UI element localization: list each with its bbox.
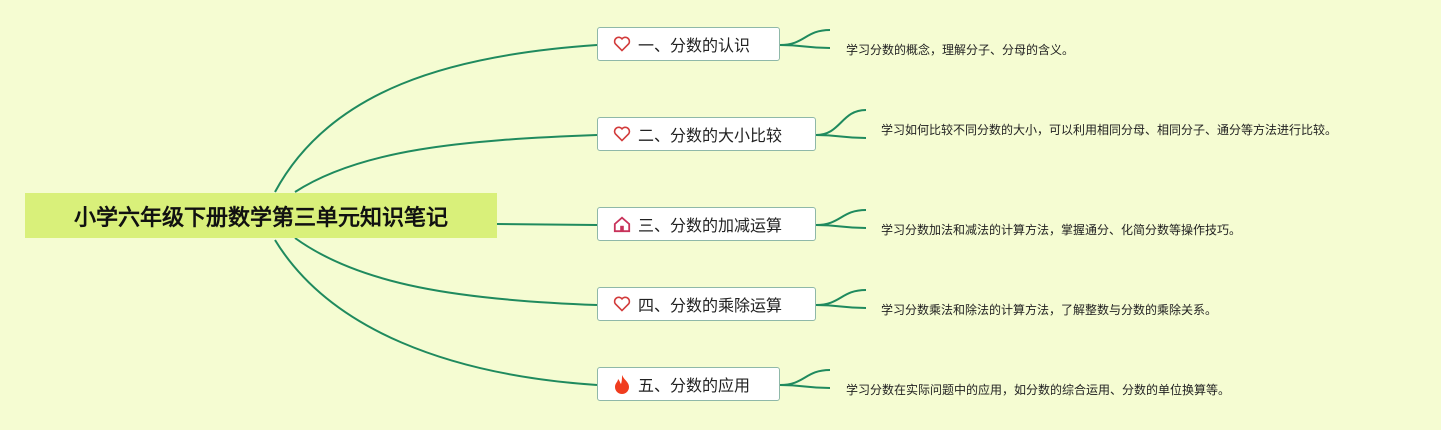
sub-connector — [815, 109, 867, 139]
branch-label: 一、分数的认识 — [638, 36, 751, 55]
home-icon — [612, 214, 632, 234]
fire-icon — [612, 374, 632, 394]
connector-2 — [294, 134, 598, 193]
heart-icon — [612, 34, 632, 54]
connector-5 — [274, 239, 598, 386]
branch-label: 五、分数的应用 — [638, 376, 751, 395]
branch-node-2[interactable]: 二、分数的大小比较 — [597, 117, 816, 151]
root-title: 小学六年级下册数学第三单元知识笔记 — [73, 205, 448, 231]
branch-note-5: 学习分数在实际问题中的应用，如分数的综合运用、分数的单位换算等。 — [846, 383, 1231, 397]
branch-note-1: 学习分数的概念，理解分子、分母的含义。 — [846, 43, 1075, 57]
root-topic[interactable]: 小学六年级下册数学第三单元知识笔记 — [25, 193, 497, 238]
branch-label: 三、分数的加减运算 — [638, 216, 783, 235]
sub-connector — [779, 369, 831, 389]
connector-1 — [274, 44, 598, 193]
heart-icon — [612, 124, 632, 144]
heart-icon — [612, 294, 632, 314]
branch-note-3: 学习分数加法和减法的计算方法，掌握通分、化简分数等操作技巧。 — [881, 223, 1242, 237]
connector-4 — [294, 237, 598, 306]
branch-node-3[interactable]: 三、分数的加减运算 — [597, 207, 816, 241]
sub-connector — [779, 29, 831, 49]
branch-node-1[interactable]: 一、分数的认识 — [597, 27, 780, 61]
branch-note-4: 学习分数乘法和除法的计算方法，了解整数与分数的乘除关系。 — [881, 303, 1218, 317]
sub-connector — [815, 209, 867, 229]
branch-note-2: 学习如何比较不同分数的大小，可以利用相同分母、相同分子、通分等方法进行比较。 — [881, 123, 1338, 137]
sub-connector — [815, 289, 867, 309]
branch-label: 四、分数的乘除运算 — [638, 296, 783, 315]
branch-node-4[interactable]: 四、分数的乘除运算 — [597, 287, 816, 321]
branch-node-5[interactable]: 五、分数的应用 — [597, 367, 780, 401]
branch-label: 二、分数的大小比较 — [638, 126, 783, 145]
connector-3 — [496, 223, 598, 226]
